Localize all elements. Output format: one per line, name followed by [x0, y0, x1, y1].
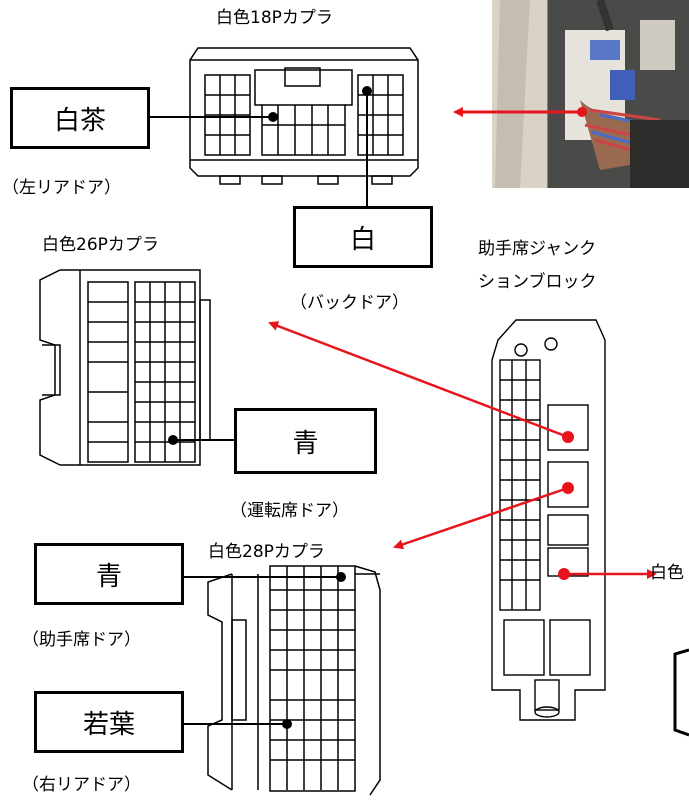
- connector-18p-title: 白色18Pカプラ: [216, 8, 333, 28]
- door-label-left-rear: （左リアドア）: [2, 178, 121, 198]
- connector-18p: [189, 47, 419, 185]
- door-label-driver: （運転席ドア）: [230, 501, 349, 521]
- wire-label-ao-driver: 青: [234, 408, 377, 474]
- connector-26p: [39, 269, 211, 466]
- connector-28p: [207, 565, 381, 796]
- arrow-to-28p: [393, 486, 569, 550]
- connector-right-partial: [673, 648, 689, 737]
- junction-block-label-1: 助手席ジャンク: [478, 239, 597, 259]
- arrow-to-26p: [268, 321, 569, 439]
- door-label-right-rear: （右リアドア）: [22, 775, 141, 795]
- connector-28p-title: 白色28Pカプラ: [208, 542, 325, 562]
- connector-26p-title: 白色26Pカプラ: [42, 235, 159, 255]
- junction-block-label-2: ションブロック: [478, 272, 597, 292]
- door-label-passenger: （助手席ドア）: [22, 630, 141, 650]
- wire-label-shiro: 白: [293, 206, 433, 268]
- wire-label-wakaba: 若葉: [34, 691, 184, 753]
- junction-photo: [492, 0, 689, 188]
- wire-label-shiracha: 白茶: [10, 87, 150, 149]
- junction-block-drawing: [491, 319, 606, 721]
- door-label-back: （バックドア）: [290, 293, 409, 313]
- wire-label-ao-passenger: 青: [34, 543, 184, 605]
- connector-right-title: 白色: [650, 563, 684, 583]
